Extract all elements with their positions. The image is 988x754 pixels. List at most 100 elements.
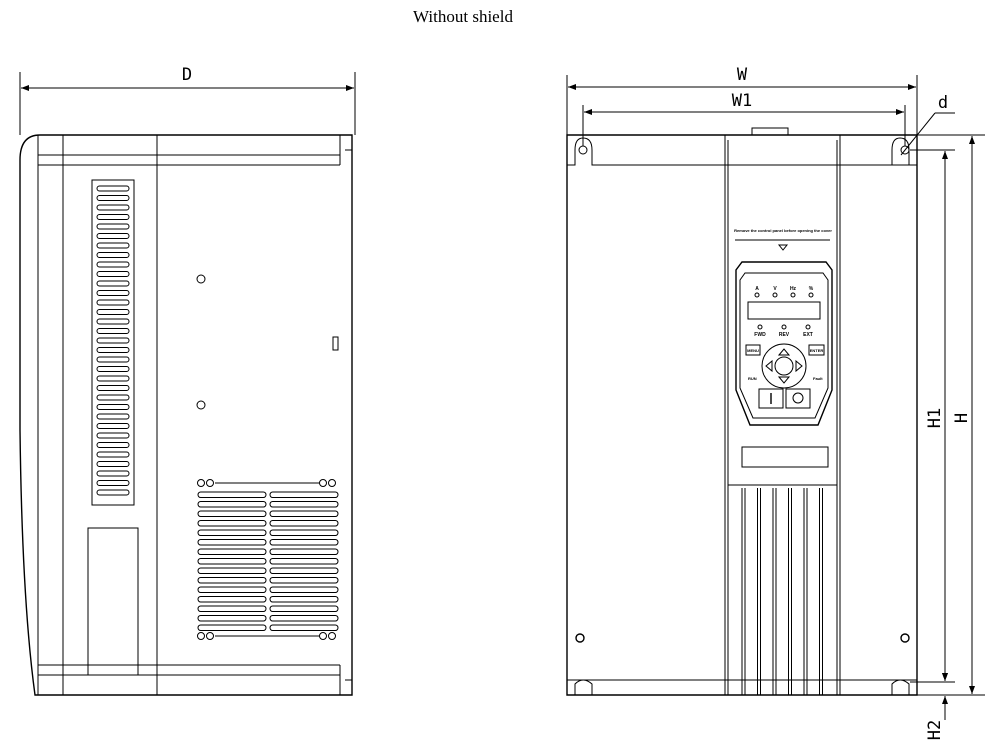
grill-slot <box>269 624 339 631</box>
width-label: W <box>737 65 748 85</box>
grill-slot <box>197 491 267 498</box>
grill-slot <box>197 605 267 612</box>
grill-slot <box>197 539 267 546</box>
depth-label: D <box>182 65 192 85</box>
grill-slot <box>269 596 339 603</box>
mount-hole <box>196 400 206 410</box>
dpad[interactable] <box>761 343 807 389</box>
control-keypad[interactable]: A V Hz % FWD REV EXT MENU ENTER RUN Faul… <box>735 261 833 426</box>
run-button[interactable] <box>758 388 784 409</box>
mount-hole <box>575 633 585 643</box>
bottom-offset-label: H2 <box>925 720 945 740</box>
grill-slot <box>197 596 267 603</box>
grill-slot <box>197 520 267 527</box>
grill-slot <box>197 624 267 631</box>
grill-slot <box>269 529 339 536</box>
vent-slot <box>96 366 130 372</box>
vent-grill <box>197 479 339 640</box>
vent-slot <box>96 394 130 401</box>
grill-slot <box>197 586 267 593</box>
lcd-display <box>747 301 821 320</box>
vent-slot <box>96 271 130 277</box>
drawing-title: Without shield <box>413 7 513 26</box>
vent-slot <box>96 423 130 429</box>
screw-icon <box>206 632 214 640</box>
height-label: H <box>952 413 972 423</box>
grill-slot <box>197 510 267 517</box>
down-arrow-icon[interactable] <box>777 376 791 384</box>
grill-slot <box>269 577 339 584</box>
vent-slot <box>96 385 130 391</box>
mount-hole <box>196 274 206 284</box>
up-arrow-icon[interactable] <box>777 348 791 356</box>
vent-slot <box>96 280 130 287</box>
screw-icon <box>328 632 336 640</box>
vent-slot <box>96 489 130 496</box>
vent-slot <box>96 233 130 239</box>
vent-slot <box>96 413 130 420</box>
grill-slot <box>269 539 339 546</box>
vent-slot <box>96 470 130 477</box>
vent-slot <box>96 432 130 439</box>
grill-slot <box>269 491 339 498</box>
hole-diameter-label: d <box>938 93 948 113</box>
grill-slot <box>197 615 267 622</box>
screw-icon <box>197 632 205 640</box>
grill-slot <box>269 520 339 527</box>
grill-slot <box>269 558 339 565</box>
vent-slot <box>96 318 130 325</box>
vent-slot <box>96 223 130 230</box>
vent-slot <box>96 461 130 467</box>
vent-slot <box>96 299 130 306</box>
unit-hz: Hz <box>790 286 797 292</box>
vent-slot <box>96 356 130 363</box>
run-label: RUN <box>748 376 757 381</box>
vent-slot <box>96 261 130 268</box>
grill-slot <box>197 558 267 565</box>
grill-slot <box>269 548 339 555</box>
grill-slot <box>197 567 267 574</box>
mount-width-label: W1 <box>732 91 752 111</box>
enter-button[interactable] <box>808 344 825 356</box>
vent-slot <box>96 337 130 344</box>
stop-button[interactable] <box>785 388 811 409</box>
screw-icon <box>319 632 327 640</box>
vent-slot <box>96 480 130 486</box>
grill-slot <box>197 529 267 536</box>
grill-slot <box>269 615 339 622</box>
warning-text: Remove the control panel before opening … <box>734 228 832 233</box>
right-arrow-icon[interactable] <box>795 359 803 373</box>
grill-slot <box>269 605 339 612</box>
side-view: D <box>19 65 356 696</box>
vent-slot <box>96 375 130 382</box>
mount-height-label: H1 <box>925 408 945 428</box>
screw-icon <box>328 479 336 487</box>
unit-percent: % <box>809 286 814 292</box>
mount-hole <box>578 145 588 155</box>
dpad-center-button[interactable] <box>774 356 794 376</box>
grill-slot <box>269 501 339 508</box>
menu-button[interactable] <box>745 344 761 356</box>
vent-slot <box>96 252 130 258</box>
screw-icon <box>206 479 214 487</box>
vent-slot <box>96 204 130 211</box>
enter-label: ENTER <box>810 348 824 353</box>
vent-slot <box>96 404 130 410</box>
led-fwd: FWD <box>754 332 766 338</box>
vent-slot <box>96 442 130 448</box>
grill-slot <box>269 510 339 517</box>
vent-slot <box>96 242 130 249</box>
grill-slot <box>269 567 339 574</box>
grill-slot <box>197 501 267 508</box>
front-view: Remove the control panel before opening … <box>566 65 985 740</box>
led-rev: REV <box>779 332 790 338</box>
vent-slot <box>96 185 130 192</box>
vent-slots <box>96 185 130 496</box>
vent-slot <box>96 328 130 334</box>
screw-icon <box>319 479 327 487</box>
vent-slot <box>96 309 130 315</box>
grill-slot <box>197 577 267 584</box>
screw-icon <box>197 479 205 487</box>
left-arrow-icon[interactable] <box>765 359 773 373</box>
